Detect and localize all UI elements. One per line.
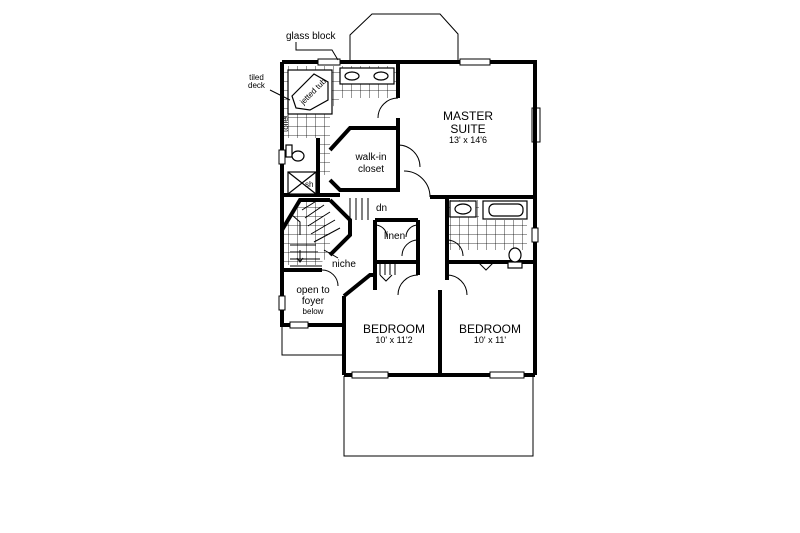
toilet-icon-2 [507,261,523,269]
shower-label: sh [305,180,314,189]
niche-label: niche [332,259,356,270]
windows [278,58,539,379]
walk-in-closet-label-1: walk-in [355,152,387,163]
linen-closet-label: linen [384,231,406,242]
master-suite-title-1: MASTER [442,109,493,123]
bedroom-left-title: BEDROOM [362,322,425,336]
toilet-label: toilet [281,115,290,132]
bedroom-left-dimensions: 10' x 11'2 [375,335,413,345]
bedroom-right-dimensions: 10' x 11' [473,335,507,345]
open-to-foyer-label-1: open to [296,285,330,296]
bay-window-outline [349,13,459,62]
master-suite-dimensions: 13' x 14'6 [449,135,487,145]
open-to-foyer-label-2: foyer [301,296,325,307]
leader-lines [269,42,339,259]
master-suite-title-2: SUITE [450,122,486,136]
stairs [290,198,396,275]
door-swings [321,97,495,296]
fixtures [285,67,528,269]
tiled-deck-label: tiled deck [248,73,265,90]
walk-in-closet-label-2: closet [357,164,385,175]
down-stairs-label: dn [376,203,388,214]
open-to-foyer-label-3: below [302,307,324,316]
toilet-icon [285,144,293,158]
bedroom-right-title: BEDROOM [458,322,521,336]
glass-block-label: glass block [286,31,336,42]
